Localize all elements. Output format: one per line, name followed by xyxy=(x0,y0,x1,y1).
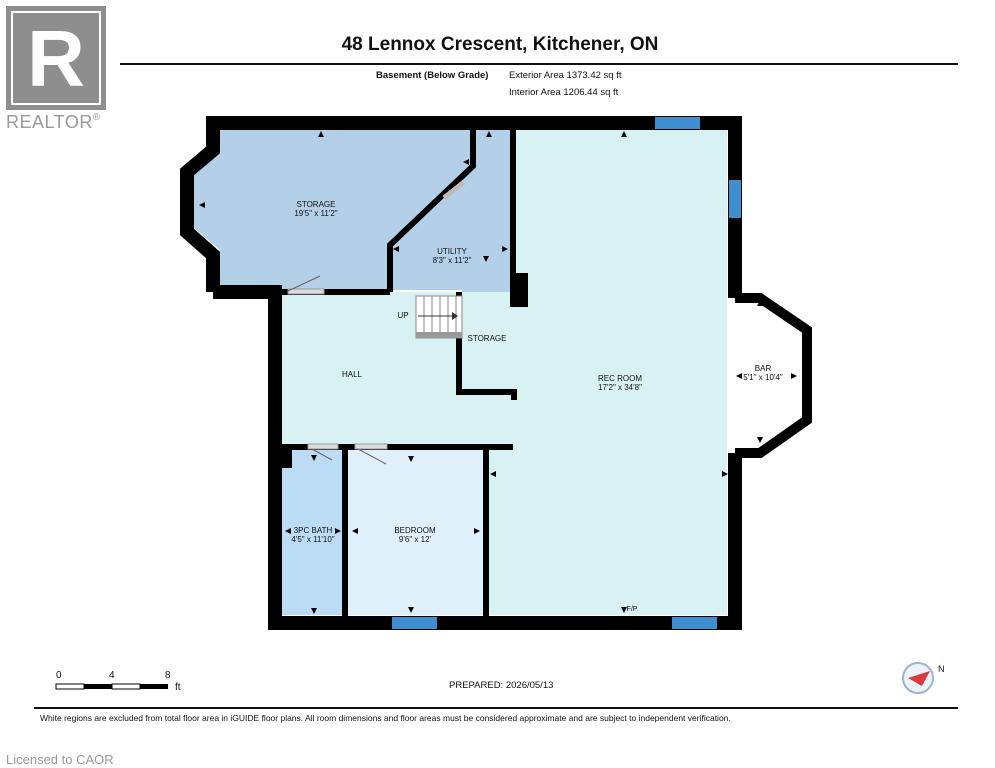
fireplace-label: F/P xyxy=(627,606,638,613)
storage-room xyxy=(194,130,470,290)
bar-dims: 5'1" x 10'4" xyxy=(743,373,783,382)
utility-name: UTILITY xyxy=(437,247,467,256)
storage-closet-name: STORAGE xyxy=(468,334,507,343)
chimney-block xyxy=(510,273,528,307)
rec-room-dims: 17'2" x 34'8" xyxy=(598,383,642,392)
page-title: 48 Lennox Crescent, Kitchener, ON xyxy=(341,34,659,55)
interior-area: Interior Area 1206.44 sq ft xyxy=(509,87,619,98)
scale-unit: ft xyxy=(175,682,181,693)
compass-icon: N xyxy=(902,662,945,694)
dimension-ticks xyxy=(199,131,797,614)
scale-label-4: 4 xyxy=(109,670,115,681)
storage-name: STORAGE xyxy=(297,200,336,209)
rec-room-name: REC ROOM xyxy=(598,374,642,383)
level-label: Basement (Below Grade) xyxy=(376,70,489,81)
compass-north-label: N xyxy=(938,664,945,674)
bath-name: 3PC BATH xyxy=(294,526,333,535)
utility-dims: 8'3" x 11'2" xyxy=(433,256,472,265)
exterior-area: Exterior Area 1373.42 sq ft xyxy=(509,70,622,81)
footer-rule xyxy=(34,707,958,709)
scale-bar xyxy=(55,683,168,690)
bath-room xyxy=(282,450,344,615)
disclaimer-text: White regions are excluded from total fl… xyxy=(40,713,731,723)
bar-area xyxy=(727,298,800,448)
hall-name: HALL xyxy=(342,370,363,379)
doors xyxy=(287,180,466,465)
title-rule xyxy=(120,63,958,65)
logo-text: REALTOR® xyxy=(6,112,101,132)
bath-column xyxy=(280,450,292,468)
prepared-date: PREPARED: 2026/05/13 xyxy=(449,680,554,691)
utility-room xyxy=(390,130,513,290)
hall xyxy=(282,292,513,445)
logo-letter: R xyxy=(27,14,85,103)
walls xyxy=(180,116,812,630)
licensed-text: Licensed to CAOR xyxy=(6,752,114,767)
bedroom xyxy=(348,450,484,615)
scale-label-8: 8 xyxy=(165,670,171,681)
storage-dims: 19'5" x 11'2" xyxy=(294,209,337,218)
bedroom-name: BEDROOM xyxy=(394,526,436,535)
stairs-up-label: UP xyxy=(397,311,408,320)
bar-name: BAR xyxy=(755,364,772,373)
stairs xyxy=(415,295,463,339)
realtor-logo: R xyxy=(6,6,106,110)
windows xyxy=(392,117,741,629)
bedroom-dims: 9'6" x 12' xyxy=(399,535,432,544)
scale-label-0: 0 xyxy=(56,670,62,681)
bath-dims: 4'5" x 11'10" xyxy=(291,535,334,544)
rec-room xyxy=(488,130,727,615)
